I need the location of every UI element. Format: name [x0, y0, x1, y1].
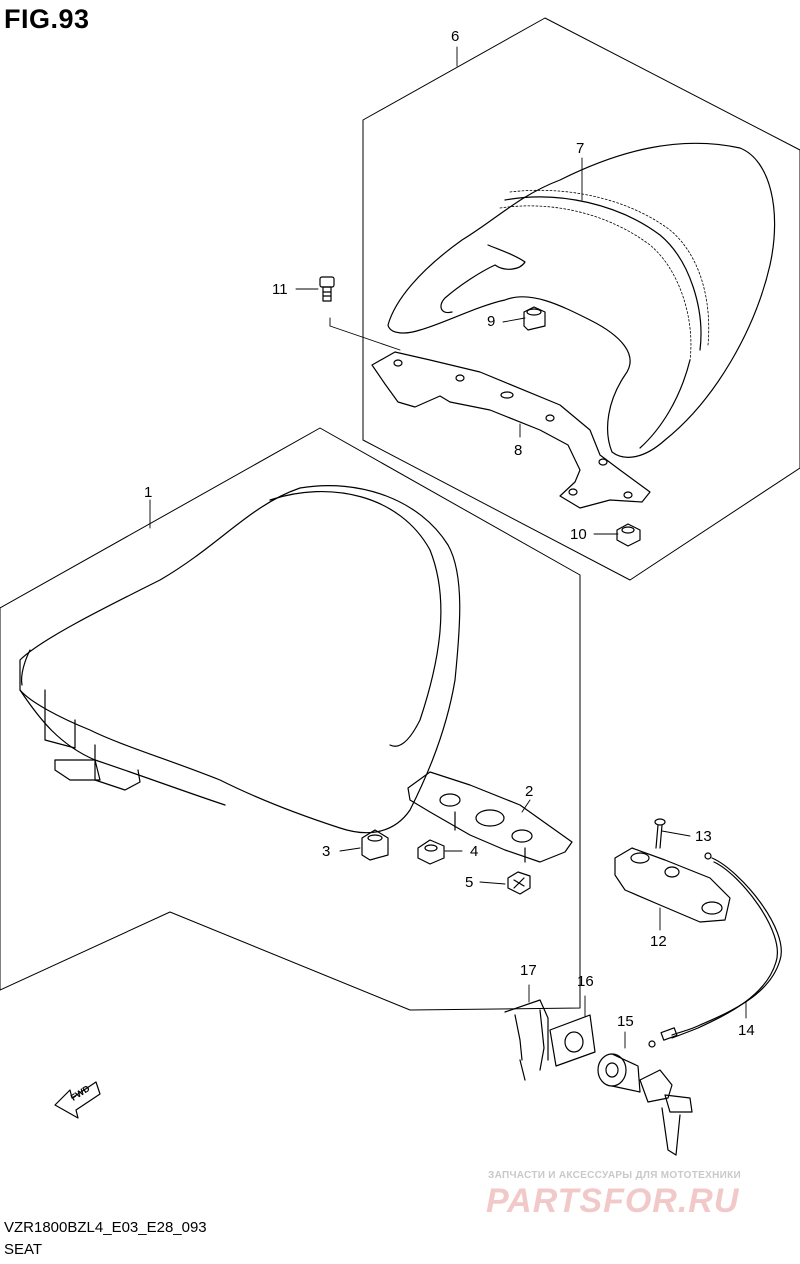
callout-2: 2 [525, 783, 534, 800]
key-cylinder [597, 1053, 693, 1156]
figure-code: VZR1800BZL4_E03_E28_093 [4, 1219, 207, 1236]
passenger-seat-group-frame [362, 17, 800, 581]
figure-title: FIG.93 [4, 4, 90, 34]
watermark-brand: PARTSFOR.RU [486, 1182, 740, 1220]
callout-16: 16 [577, 973, 594, 990]
bolt-11 [319, 276, 335, 302]
watermark-subtitle: ЗАПЧАСТИ И АКСЕССУАРЫ ДЛЯ МОТОТЕХНИКИ [488, 1170, 741, 1181]
callout-12: 12 [650, 933, 667, 950]
callout-4: 4 [470, 843, 479, 860]
screw-13 [654, 818, 666, 849]
passenger-seat [387, 142, 776, 458]
callout-1: 1 [144, 484, 153, 501]
callout-13: 13 [695, 828, 712, 845]
nut-10 [616, 523, 641, 547]
callout-8: 8 [514, 442, 523, 459]
grommet-3 [361, 829, 389, 861]
rider-seat [19, 485, 461, 834]
seat-bracket [371, 351, 651, 509]
forward-arrow-icon [54, 1081, 101, 1119]
release-cable [648, 852, 782, 1048]
callout-7: 7 [576, 140, 585, 157]
lock-plate [549, 1014, 596, 1067]
callout-6: 6 [451, 28, 460, 45]
figure-name: SEAT [4, 1241, 43, 1258]
callout-17: 17 [520, 962, 537, 979]
lock-bracket [614, 847, 731, 923]
spring-clip [504, 999, 549, 1081]
callout-11: 11 [272, 281, 288, 298]
rider-seat-group-frame [0, 427, 581, 1011]
callout-9: 9 [487, 313, 496, 330]
callout-10: 10 [570, 526, 587, 543]
nut-4 [417, 839, 445, 865]
callout-15: 15 [617, 1013, 634, 1030]
seat-plate [407, 771, 573, 863]
nut-5 [507, 871, 531, 895]
callout-5: 5 [465, 874, 474, 891]
leader-lines [149, 46, 747, 1049]
callout-3: 3 [322, 843, 331, 860]
callout-14: 14 [738, 1022, 755, 1039]
grommet-9 [523, 306, 546, 331]
